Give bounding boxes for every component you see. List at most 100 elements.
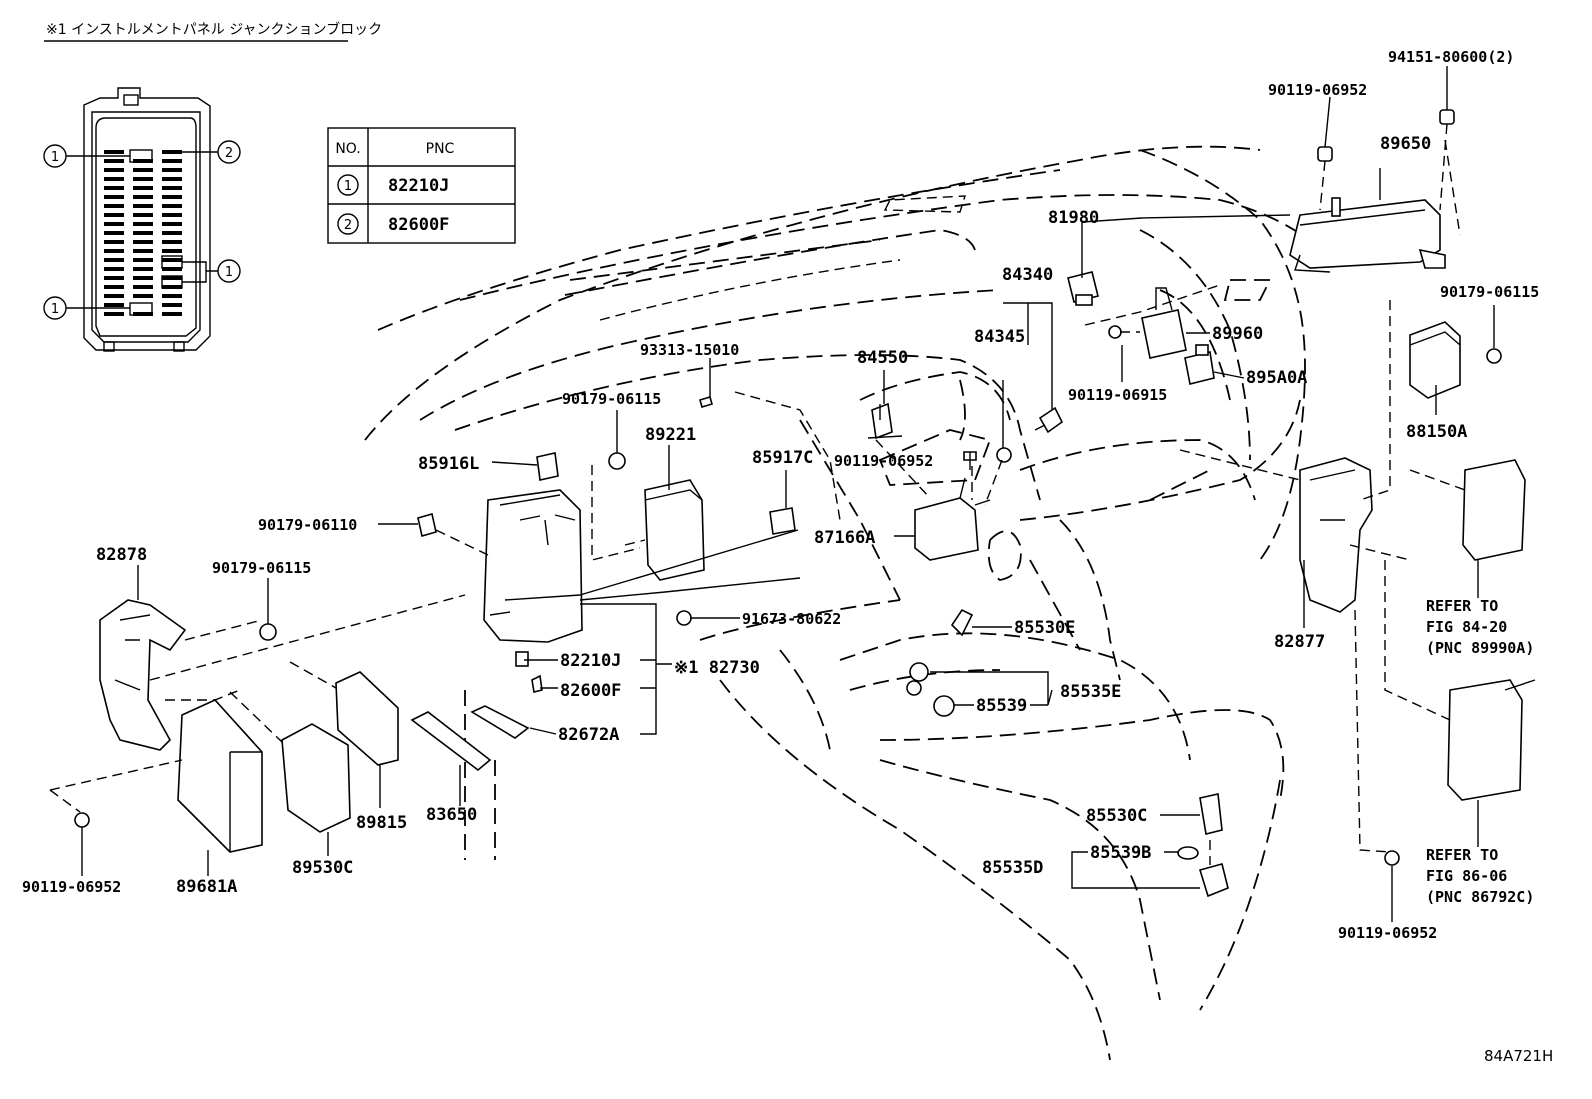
part-84550-shape bbox=[867, 402, 903, 440]
table-row-1-no: 1 bbox=[344, 179, 352, 194]
fuse-slot bbox=[162, 294, 182, 298]
fuse-slot bbox=[162, 258, 182, 262]
fuse-slot bbox=[104, 285, 124, 289]
part-93313-shape bbox=[699, 396, 713, 408]
fuse-slot bbox=[133, 267, 153, 271]
fuse-slot bbox=[104, 231, 124, 235]
screw-bottom-left bbox=[74, 812, 90, 828]
fuse-slot bbox=[104, 222, 124, 226]
fuse-slot bbox=[162, 231, 182, 235]
refer-1-line2: FIG 84-20 bbox=[1426, 618, 1507, 636]
fuse-slot bbox=[162, 285, 182, 289]
fuse-slot bbox=[104, 312, 124, 316]
label-91673-80622: 91673-80622 bbox=[742, 610, 841, 628]
fuse-slot bbox=[104, 240, 124, 244]
label-85539: 85539 bbox=[976, 696, 1027, 716]
marker-1-top: 1 bbox=[51, 150, 59, 165]
label-89815: 89815 bbox=[356, 813, 407, 833]
label-90119-06952-mid: 90119-06952 bbox=[834, 452, 933, 470]
label-85917c: 85917C bbox=[752, 448, 813, 468]
fuse-slot bbox=[162, 240, 182, 244]
label-89681a: 89681A bbox=[176, 877, 237, 897]
label-85530e: 85530E bbox=[1014, 618, 1075, 638]
label-82877: 82877 bbox=[1274, 632, 1325, 652]
refer-1-line3: (PNC 89990A) bbox=[1426, 639, 1534, 657]
label-85535d: 85535D bbox=[982, 858, 1043, 878]
fuse-slot bbox=[162, 195, 182, 199]
part-82877-shape bbox=[1299, 457, 1373, 613]
fuse-slot bbox=[162, 213, 182, 217]
fuse-slot bbox=[104, 276, 124, 280]
refer-1-shape bbox=[1462, 459, 1526, 561]
label-87166a: 87166A bbox=[814, 528, 875, 548]
label-85535e: 85535E bbox=[1060, 682, 1121, 702]
fuse-slot bbox=[133, 213, 153, 217]
fuse-slot bbox=[133, 285, 153, 289]
fuse-slot bbox=[162, 276, 182, 280]
part-83650-shape bbox=[410, 711, 492, 772]
part-91673-shape bbox=[676, 610, 692, 626]
fuse-slot bbox=[162, 177, 182, 181]
label-84340: 84340 bbox=[1002, 265, 1053, 285]
leader-lines bbox=[49, 66, 1495, 922]
fuse-slot bbox=[162, 249, 182, 253]
label-84345: 84345 bbox=[974, 327, 1025, 347]
marker-1-right: 1 bbox=[225, 265, 233, 280]
refer-2-line2: FIG 86-06 bbox=[1426, 867, 1507, 885]
fuse-slot bbox=[104, 186, 124, 190]
label-81980: 81980 bbox=[1048, 208, 1099, 228]
part-85530e-shape bbox=[906, 608, 974, 717]
fuse-slot bbox=[133, 240, 153, 244]
fuse-slot bbox=[104, 294, 124, 298]
fuse-slot bbox=[162, 186, 182, 190]
label-90119-06952-top: 90119-06952 bbox=[1268, 81, 1367, 99]
refer-1-line1: REFER TO bbox=[1426, 597, 1498, 615]
fuse-slot bbox=[104, 159, 124, 163]
table-header-pnc: PNC bbox=[426, 141, 455, 157]
part-labels: 94151-80600(2) 90119-06952 89650 81980 8… bbox=[22, 48, 1553, 1065]
fuse-slot bbox=[162, 222, 182, 226]
marker-1-bottom: 1 bbox=[51, 302, 59, 317]
label-88150a: 88150A bbox=[1406, 422, 1467, 442]
table-row-2-pnc: 82600F bbox=[388, 215, 449, 235]
fuse-slot bbox=[133, 249, 153, 253]
part-90179-06110-shape bbox=[417, 512, 437, 538]
part-87166a-shape bbox=[914, 477, 991, 561]
fuse-slot bbox=[133, 177, 153, 181]
part-84340-shape bbox=[996, 406, 1064, 463]
marker-2: 2 bbox=[225, 146, 233, 161]
fuse-slot bbox=[162, 204, 182, 208]
fuse-slot bbox=[133, 294, 153, 298]
part-82672a-shape bbox=[470, 651, 543, 739]
fuse-slot bbox=[133, 222, 153, 226]
part-895a0a-shape bbox=[1184, 344, 1215, 385]
label-90179-06115-left: 90179-06115 bbox=[212, 559, 311, 577]
label-82600f: 82600F bbox=[560, 681, 621, 701]
part-89815-shape bbox=[335, 671, 399, 766]
fuse-slot bbox=[133, 195, 153, 199]
fuse-slot bbox=[133, 258, 153, 262]
label-85530c: 85530C bbox=[1086, 806, 1147, 826]
fuse-slot bbox=[104, 258, 124, 262]
label-94151-80600: 94151-80600(2) bbox=[1388, 48, 1514, 66]
part-89650-shape bbox=[1289, 109, 1461, 273]
table-row-1-pnc: 82210J bbox=[388, 176, 449, 196]
fuse-slot bbox=[162, 168, 182, 172]
part-89960-shape bbox=[1108, 287, 1187, 359]
fuse-slot bbox=[162, 267, 182, 271]
fuse-slot bbox=[104, 267, 124, 271]
label-83650: 83650 bbox=[426, 805, 477, 825]
label-85539b: 85539B bbox=[1090, 843, 1151, 863]
label-82210j: 82210J bbox=[560, 651, 621, 671]
fuse-slot bbox=[104, 150, 124, 154]
fuse-slot bbox=[133, 276, 153, 280]
label-89221: 89221 bbox=[645, 425, 696, 445]
refer-2-line3: (PNC 86792C) bbox=[1426, 888, 1534, 906]
label-93313-15010: 93313-15010 bbox=[640, 341, 739, 359]
fuse-slot bbox=[104, 249, 124, 253]
pnc-table: NO. PNC 1 82210J 2 82600F bbox=[327, 127, 516, 244]
label-90179-06110: 90179-06110 bbox=[258, 516, 357, 534]
part-90179-clip-shape bbox=[608, 452, 626, 470]
figure-code: 84A721H bbox=[1484, 1047, 1553, 1065]
label-89650: 89650 bbox=[1380, 134, 1431, 154]
